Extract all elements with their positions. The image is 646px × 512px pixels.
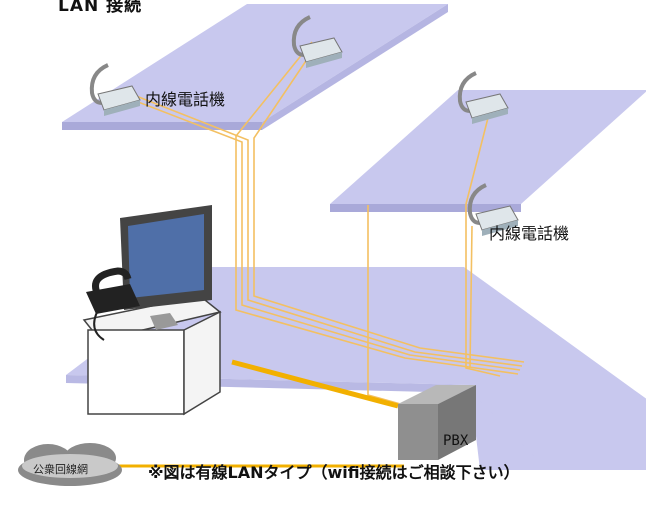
extension-phone-label: 内線電話機	[489, 224, 570, 243]
phone-icon-3	[457, 71, 509, 124]
upper-right-floor	[330, 90, 646, 204]
public-network-label: 公衆回線網	[33, 463, 88, 476]
page-heading: LAN 接続	[58, 0, 143, 16]
phone-icon-1	[89, 63, 141, 116]
extension-cables	[119, 41, 525, 406]
phone-icon-4	[467, 183, 519, 236]
footer-note: ※図は有線LANタイプ（wifi接続はご相談下さい）	[148, 463, 520, 482]
pbx-box	[398, 385, 476, 460]
phone-icon-2	[291, 15, 343, 68]
pbx-label: PBX	[443, 433, 469, 449]
extension-phone-label: 内線電話機	[145, 90, 226, 109]
cloud-icon	[18, 443, 122, 486]
workstation-icon	[82, 205, 222, 416]
upper-left-floor	[62, 4, 448, 122]
trunk-cables	[118, 359, 404, 468]
